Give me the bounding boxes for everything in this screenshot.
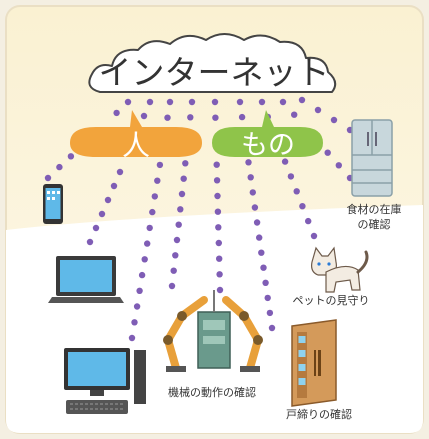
connection-dot	[180, 175, 187, 182]
people-label: 人	[122, 129, 150, 162]
connection-dot	[170, 267, 177, 274]
connection-dot	[253, 219, 261, 226]
connection-dot	[258, 98, 266, 106]
robot-arm-icon	[163, 290, 263, 372]
connection-dot	[215, 224, 222, 231]
connection-dot	[299, 203, 306, 210]
connection-dot	[140, 112, 148, 120]
connection-dot	[287, 173, 295, 180]
fridge-label-line2: の確認	[358, 217, 391, 231]
connection-dot	[136, 287, 143, 294]
connection-dot	[128, 334, 136, 342]
connection-dot	[138, 271, 146, 279]
pet-label: ペットの見守り	[293, 293, 370, 307]
connection-dot	[168, 282, 176, 290]
connection-dot	[305, 217, 312, 225]
connection-dot	[164, 114, 171, 121]
connection-dot	[268, 324, 276, 332]
connection-dot	[116, 168, 124, 176]
connection-dot	[330, 116, 338, 124]
connection-dot	[124, 98, 132, 106]
connection-dot	[211, 98, 219, 106]
connection-dot	[214, 192, 221, 200]
connection-dot	[215, 239, 222, 247]
connection-dot	[249, 189, 256, 196]
connection-dot	[216, 271, 223, 278]
robot-label: 機械の動作の確認	[168, 385, 256, 399]
connection-dot	[281, 158, 289, 165]
connection-dot	[187, 114, 194, 121]
people-bubble	[70, 110, 202, 157]
connection-dot	[258, 249, 265, 256]
cloud-label: インターネット	[99, 53, 330, 92]
connection-dot	[236, 98, 244, 106]
connection-dot	[56, 163, 63, 171]
connection-dot	[182, 160, 189, 167]
connection-dot	[262, 279, 269, 286]
connection-dot	[178, 190, 186, 198]
connection-dot	[86, 238, 94, 246]
connection-dot	[335, 162, 342, 169]
connection-dot	[172, 252, 179, 259]
connection-dot	[141, 256, 148, 263]
connection-dot	[216, 255, 223, 262]
connection-dot	[245, 159, 252, 166]
connection-dot	[110, 182, 118, 190]
connection-dot	[92, 224, 100, 232]
connection-dot	[146, 98, 154, 106]
connection-dot	[98, 210, 106, 218]
laptop-icon	[48, 256, 124, 303]
desktop-pc-icon	[64, 348, 146, 414]
connection-dot	[154, 177, 161, 184]
connection-dot	[113, 109, 120, 117]
connection-dot	[131, 319, 138, 326]
door-icon	[291, 319, 337, 407]
connection-dot	[314, 106, 322, 114]
connection-dot	[298, 96, 306, 104]
connection-dot	[256, 234, 263, 241]
connection-dot	[260, 264, 267, 271]
connection-dot	[324, 149, 331, 156]
connection-dot	[310, 232, 318, 240]
connection-dot	[266, 309, 274, 317]
connection-dot	[151, 193, 158, 200]
door-label: 戸締りの確認	[286, 407, 352, 421]
connection-dot	[247, 174, 254, 181]
cloud-icon	[88, 33, 337, 93]
connection-dot	[188, 98, 196, 106]
connection-dot	[177, 206, 184, 213]
connection-dot	[212, 114, 219, 121]
connection-dot	[175, 221, 182, 228]
things-label: もの	[241, 130, 295, 161]
connection-dot	[173, 236, 181, 244]
connection-dot	[214, 208, 222, 215]
things-bubble	[212, 110, 323, 157]
connection-dot	[104, 196, 112, 204]
connection-dot	[264, 294, 271, 302]
connection-dot	[251, 204, 259, 211]
refrigerator-icon	[351, 119, 393, 197]
connection-dot	[144, 240, 151, 247]
connection-dot	[133, 303, 141, 310]
connection-dot	[156, 161, 164, 169]
connection-dot	[149, 208, 156, 216]
connection-dot	[279, 98, 287, 106]
fridge-label-line1: 食材の在庫	[347, 202, 402, 216]
cat-icon	[311, 246, 369, 293]
connection-dot	[44, 174, 52, 182]
connection-dot	[216, 286, 224, 294]
connection-dot	[213, 177, 221, 184]
connection-dot	[146, 224, 153, 232]
connection-dot	[67, 153, 75, 160]
connection-dot	[293, 188, 300, 195]
connection-dot	[291, 111, 298, 118]
connection-dot	[166, 98, 174, 106]
connection-dot	[238, 113, 246, 121]
smartphone-icon	[43, 184, 63, 224]
connection-dot	[213, 161, 220, 168]
